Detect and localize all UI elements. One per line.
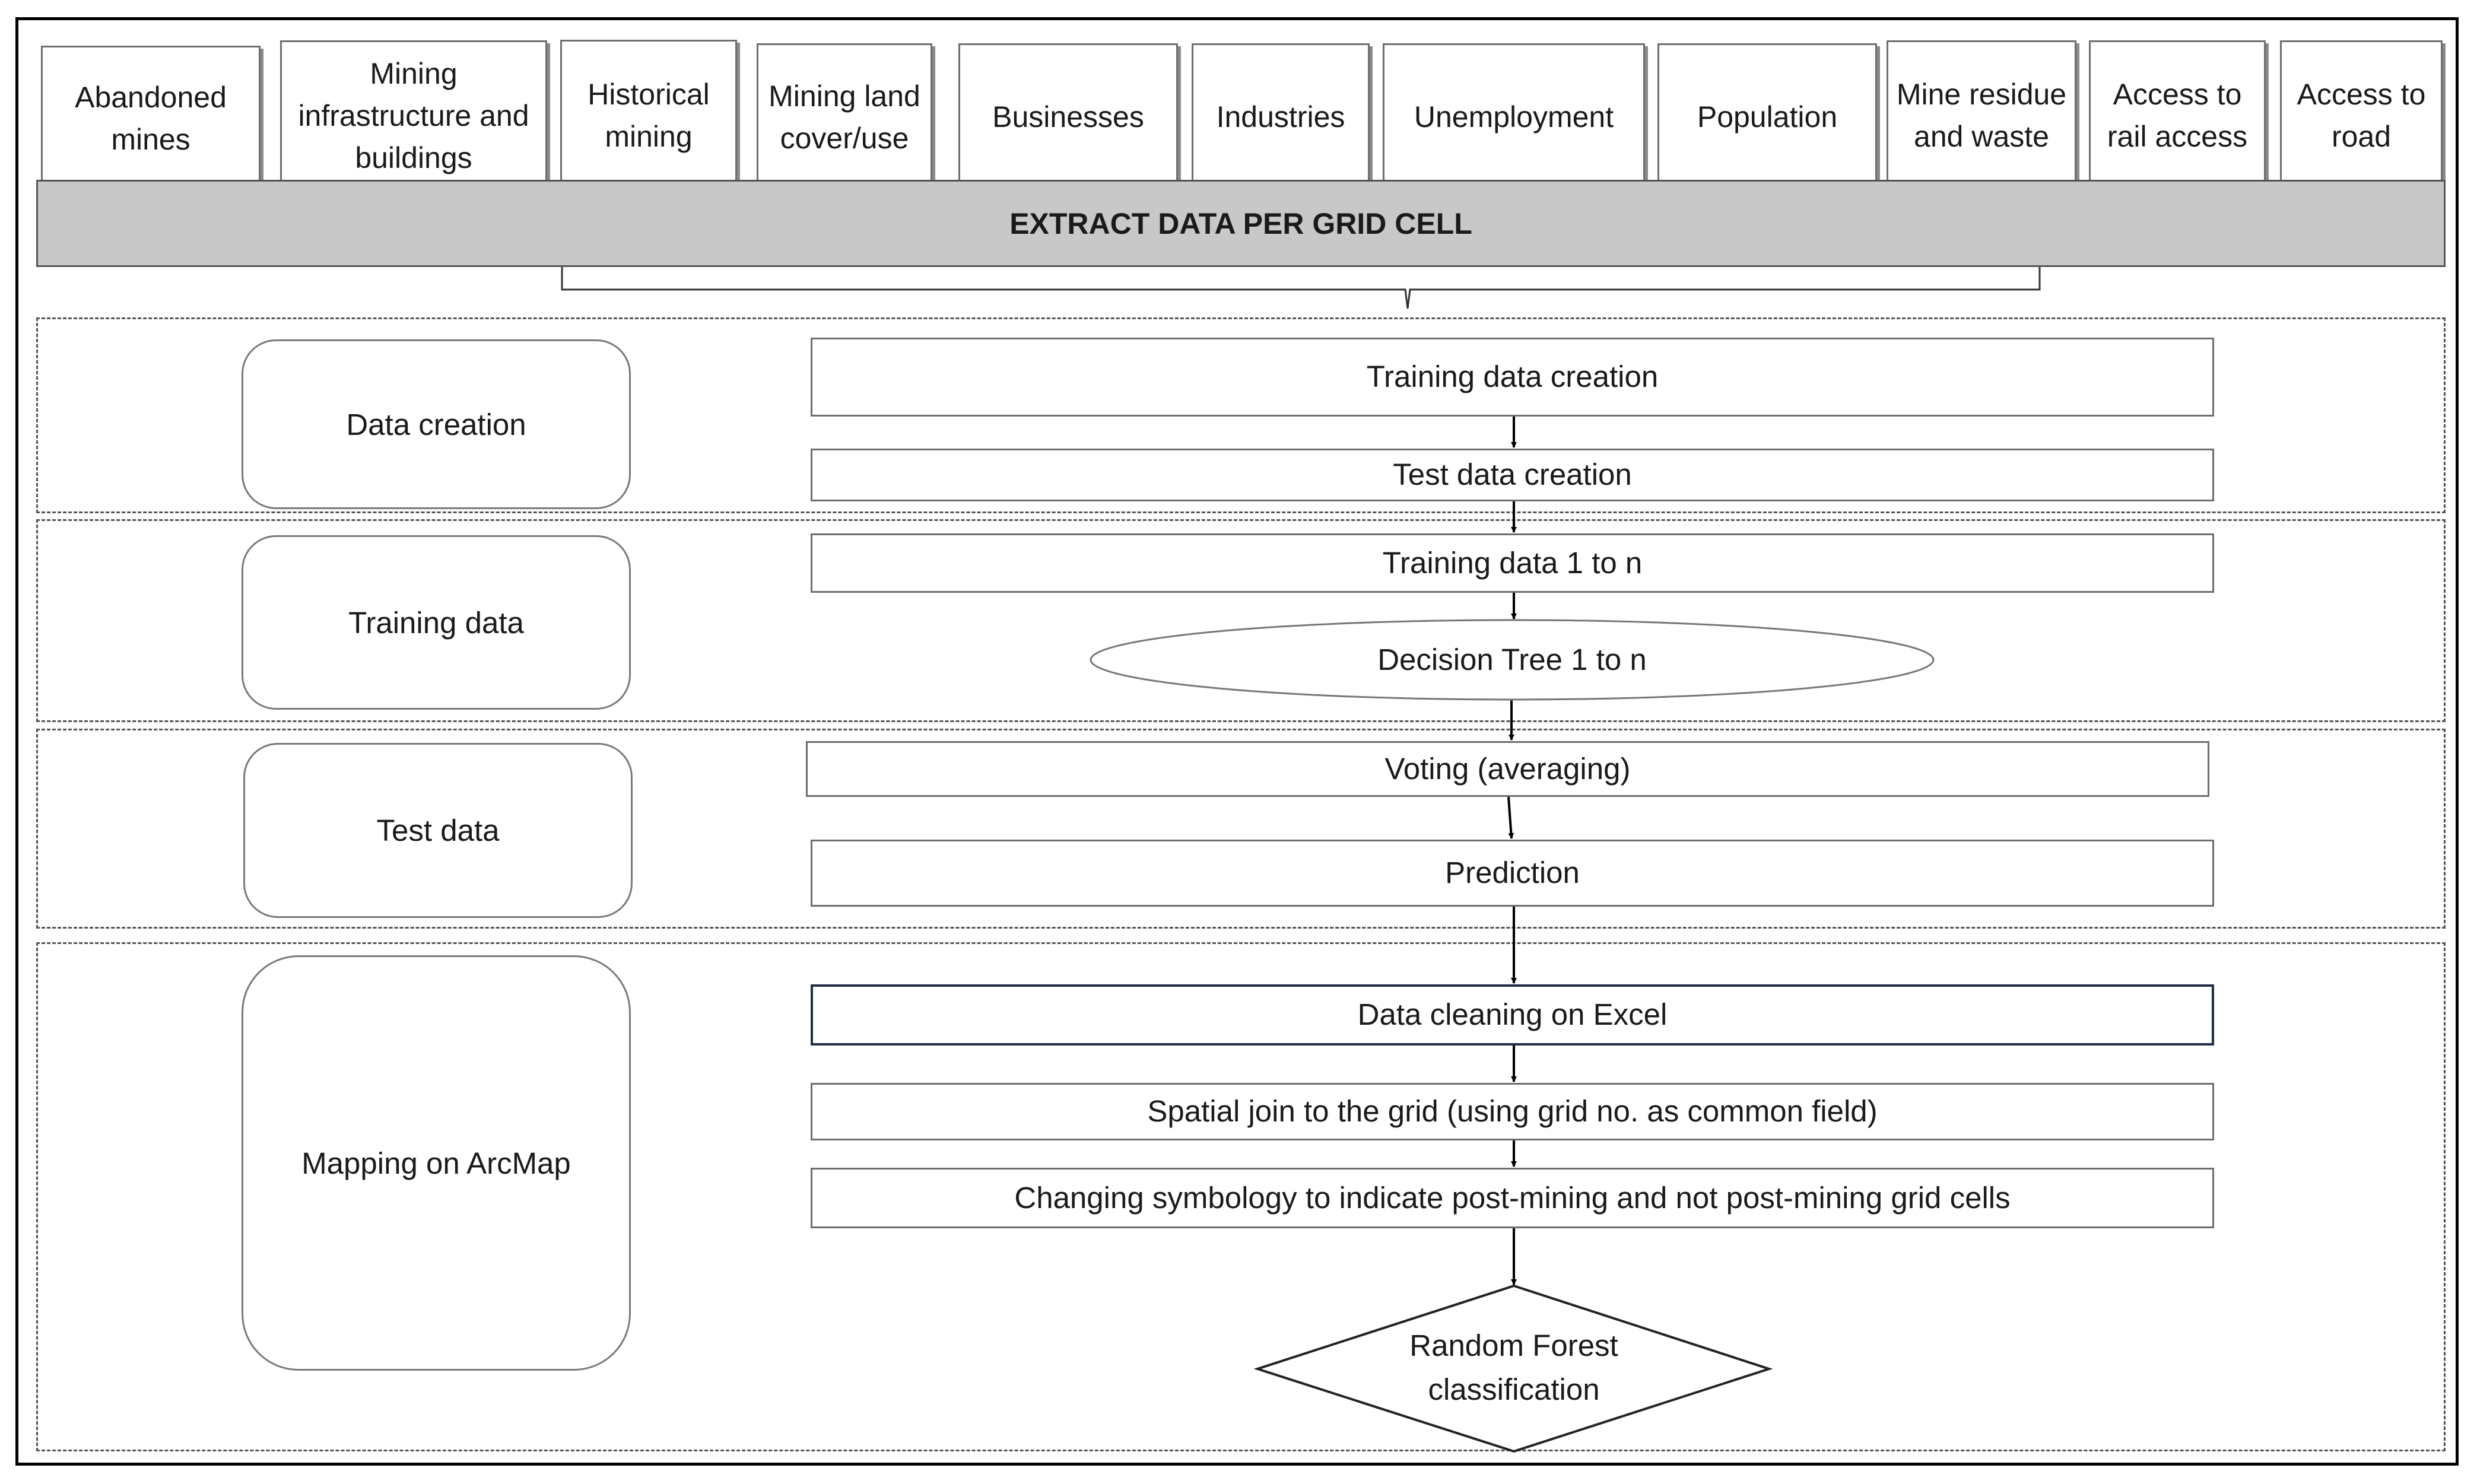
step-symbology: Changing symbology to indicate post-mini… [811,1168,2214,1228]
section-mapping [36,942,2446,1451]
variable-population: Population [1657,43,1877,191]
step-voting: Voting (averaging) [806,741,2209,797]
stage-test-data: Test data [243,743,633,918]
random-forest-label: Random Forest classification [1409,1329,1618,1406]
variable-mining-land-cover: Mining land cover/use [757,43,932,191]
step-spatial-join: Spatial join to the grid (using grid no.… [811,1083,2214,1140]
variable-mine-residue: Mine residue and waste [1887,40,2076,191]
random-forest-diamond [1253,1284,1773,1453]
section-data-creation [36,317,2446,513]
section-test-data [36,729,2446,929]
arrow-voting-to-prediction [1507,796,1514,839]
variable-rail-access: Access to rail access [2089,40,2266,191]
stage-training-data: Training data [242,535,631,710]
variable-road-access: Access to road [2280,40,2443,191]
section-training-data [36,519,2446,722]
variable-businesses: Businesses [958,43,1178,191]
step-prediction: Prediction [811,840,2214,907]
stage-data-creation: Data creation [242,339,631,509]
decision-tree-label: Decision Tree 1 to n [1377,643,1647,677]
step-test-data-creation: Test data creation [811,449,2214,501]
extract-brace [561,267,2041,309]
extract-data-bar: EXTRACT DATA PER GRID CELL [36,180,2446,267]
variable-industries: Industries [1192,43,1370,191]
step-data-cleaning: Data cleaning on Excel [811,984,2214,1046]
variable-mining-infrastructure: Mining infrastructure and buildings [280,40,547,191]
decision-tree-ellipse [1090,619,1935,701]
step-training-data-1-to-n: Training data 1 to n [811,533,2214,593]
diagram-frame [15,17,2459,1466]
stage-mapping-arcmap: Mapping on ArcMap [242,955,631,1371]
step-training-data-creation: Training data creation [811,338,2214,417]
